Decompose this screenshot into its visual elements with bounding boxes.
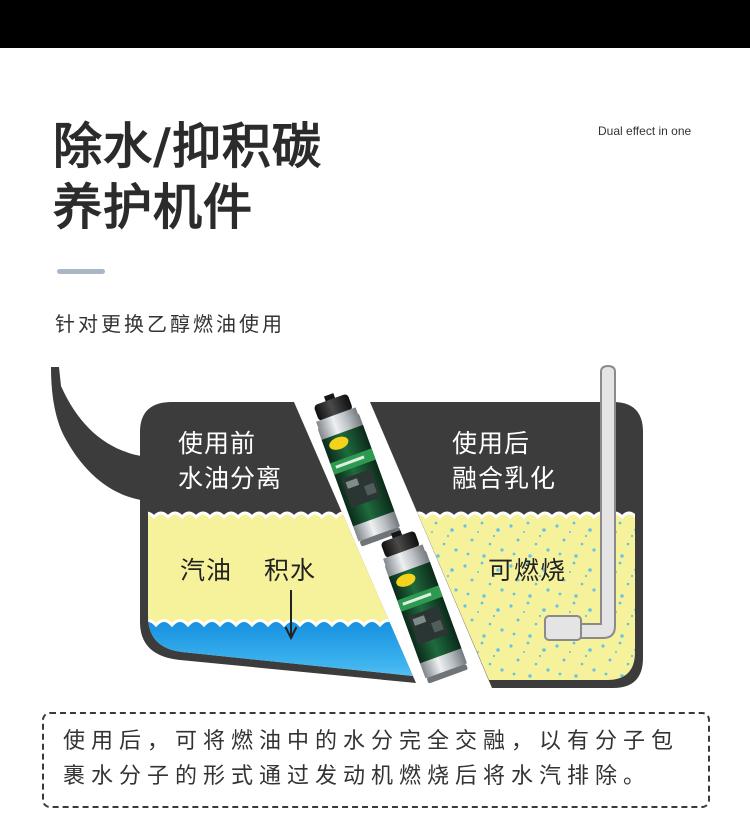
fuel-tank-diagram: 使用前 水油分离 使用后 融合乳化 汽油 积水 可燃烧 [51, 364, 643, 688]
accent-divider [57, 269, 105, 274]
after-label-line-1: 使用后 [452, 429, 530, 458]
before-label-line-2: 水油分离 [178, 464, 282, 493]
pipe-end-cap [544, 615, 582, 641]
explanation-box: 使用后，可将燃油中的水分完全交融，以有分子包 裹水分子的形式通过发动机燃烧后将水… [42, 712, 710, 808]
after-label-line-2: 融合乳化 [452, 464, 556, 493]
fuel-pickup-pipe-icon [577, 364, 616, 639]
explanation-line-1: 使用后，可将燃油中的水分完全交融，以有分子包 [63, 729, 680, 754]
headline-line-1: 除水/抑积碳 [53, 118, 322, 175]
fuel-label: 汽油 [180, 556, 232, 585]
arrow-down-icon [284, 590, 298, 641]
tagline: Dual effect in one [598, 124, 692, 138]
before-label-line-1: 使用前 [178, 429, 256, 458]
tank-spout [51, 367, 141, 500]
top-banner-bar [0, 0, 750, 48]
burnable-label: 可燃烧 [488, 556, 566, 585]
water-label: 积水 [264, 556, 316, 585]
explanation-line-2: 裹水分子的形式通过发动机燃烧后将水汽排除。 [63, 764, 652, 789]
headline-line-2: 养护机件 [53, 179, 254, 236]
subtitle: 针对更换乙醇燃油使用 [55, 312, 285, 336]
